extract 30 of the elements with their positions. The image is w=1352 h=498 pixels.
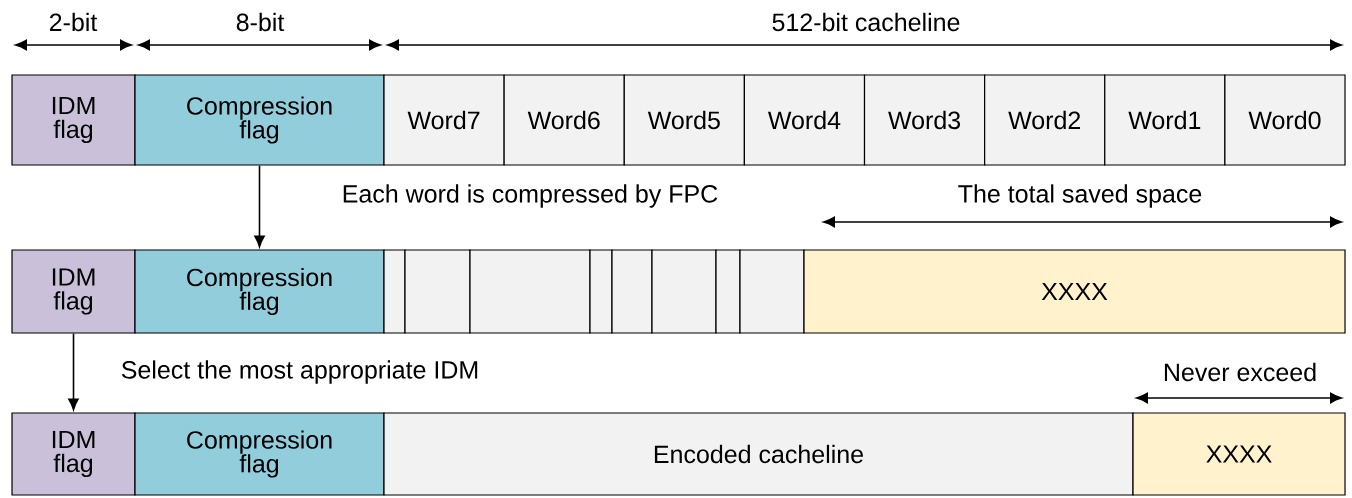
dimension-label: Never exceed bbox=[1164, 362, 1316, 382]
cell-box: Word5 bbox=[623, 74, 745, 166]
cell-box: Compression flag bbox=[134, 74, 385, 166]
cell-box: XXXX bbox=[1132, 412, 1346, 496]
empty-cell bbox=[383, 249, 406, 334]
dimension-label: The total saved space bbox=[958, 184, 1202, 208]
cell-box: Word2 bbox=[984, 74, 1106, 166]
cell-box: Word1 bbox=[1104, 74, 1226, 166]
arrow bbox=[254, 164, 265, 248]
cell-box: Word4 bbox=[743, 74, 866, 166]
empty-cell bbox=[715, 249, 741, 334]
empty-cell bbox=[589, 249, 613, 334]
cell-box: Word7 bbox=[383, 74, 505, 166]
cell-box: IDM flag bbox=[11, 412, 136, 496]
cell-box: Compression flag bbox=[134, 249, 385, 334]
dimension-label: 512-bit cacheline bbox=[772, 12, 960, 32]
dimension-label: Each word is compressed by FPC bbox=[343, 184, 718, 208]
cell-box: IDM flag bbox=[11, 74, 136, 166]
cell-box: Compression flag bbox=[134, 412, 385, 496]
cell-box: XXXX bbox=[803, 249, 1346, 334]
cell-box: Encoded cacheline bbox=[383, 412, 1134, 496]
dimension-label: 8-bit bbox=[236, 12, 285, 32]
cell-box: Word0 bbox=[1224, 74, 1346, 166]
dimension-label: 2-bit bbox=[49, 12, 98, 32]
arrow bbox=[68, 332, 79, 411]
cell-box: Word3 bbox=[863, 74, 986, 166]
dimension-label: Select the most appropriate IDM bbox=[121, 360, 478, 384]
empty-cell bbox=[611, 249, 653, 334]
cell-box: Word6 bbox=[503, 74, 625, 166]
cell-box: IDM flag bbox=[11, 249, 136, 334]
